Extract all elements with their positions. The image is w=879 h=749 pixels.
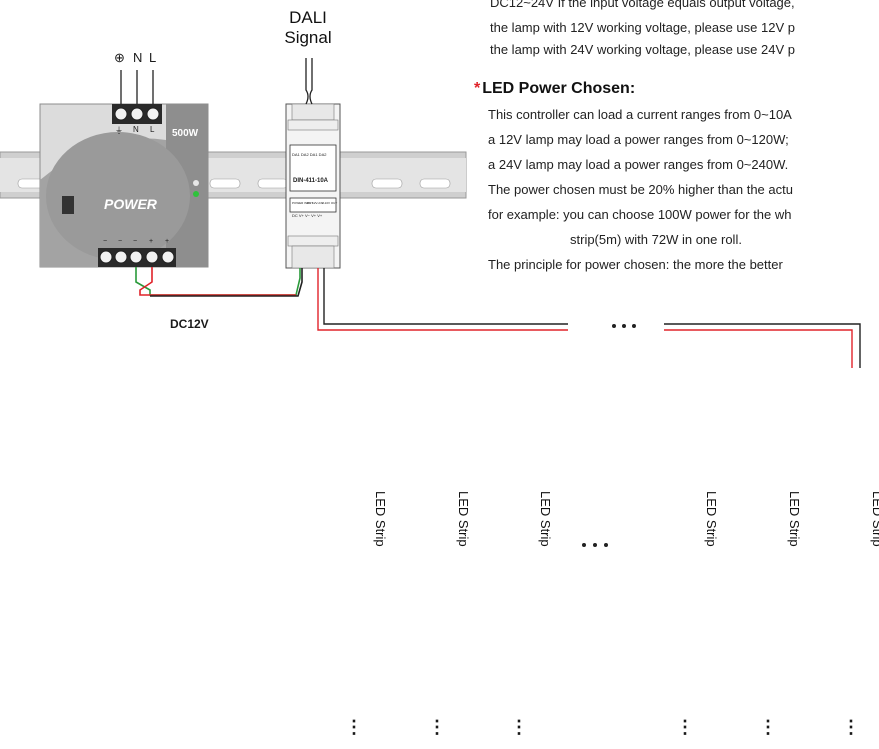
earth-terminal-label: ⊕ [114, 50, 125, 65]
paragraph-line-4: The power chosen must be 20% higher than… [488, 182, 793, 197]
ac-input-wires [120, 70, 154, 104]
header-line-3: the lamp with 24V working voltage, pleas… [490, 42, 795, 57]
strip-1-continuation: ⋮ [345, 717, 363, 737]
led-strip-label-1: LED Strip [373, 491, 388, 547]
psu-input-mark-n: N [133, 125, 139, 134]
dali-controller [285, 103, 341, 269]
strip-4-continuation: ⋮ [676, 717, 694, 737]
psu-output-mark-4: + [149, 238, 154, 245]
strip-5-continuation: ⋮ [759, 717, 777, 737]
dali-signal-label: DALI Signal [282, 8, 334, 48]
live-terminal-label: L [149, 50, 157, 65]
section-title: *LED Power Chosen: [474, 80, 635, 98]
paragraph-line-5: for example: you can choose 100W power f… [488, 207, 792, 222]
led-strip-label-3: LED Strip [538, 491, 553, 547]
controller-box-label-1: POWER INPUT [292, 201, 314, 205]
psu-input-mark-earth: ⏚ [115, 126, 123, 135]
psu-wattage: 500W [172, 128, 199, 139]
paragraph-line-3: a 24V lamp may load a power ranges from … [488, 157, 789, 172]
header-line-2: the lamp with 12V working voltage, pleas… [490, 20, 795, 35]
led-strip-label-4: LED Strip [704, 491, 719, 547]
paragraph-line-7: The principle for power chosen: the more… [488, 257, 783, 272]
led-strip-label-6: LED Strip [870, 491, 879, 547]
psu-input-mark-l: L [150, 125, 155, 134]
output-wires [317, 268, 861, 368]
controller-box-label-3: 0-10V OUT [322, 201, 338, 205]
dc12v-label: DC12V [170, 317, 209, 331]
controller-model: DIN-411-10A [293, 178, 329, 184]
header-line-1: DC12~24V If the input voltage equals out… [490, 0, 795, 10]
strip-6-continuation: ⋮ [842, 717, 860, 737]
strip-3-continuation: ⋮ [510, 717, 528, 737]
neutral-terminal-label: N [133, 50, 143, 65]
psu-output-mark-5: + [165, 238, 170, 245]
paragraph-line-2: a 12V lamp may load a power ranges from … [488, 132, 789, 147]
psu-output-mark-2: − [118, 238, 123, 245]
led-strip-label-2: LED Strip [456, 491, 471, 547]
bus-ellipsis [612, 324, 636, 328]
controller-bottom-marks: DC V+ V− V+ V+ [292, 213, 323, 218]
dali-label: DALI [289, 8, 327, 27]
section-star: * [474, 80, 481, 97]
section-title-text: LED Power Chosen: [482, 80, 636, 97]
strip-ellipsis [582, 543, 608, 547]
controller-top-marks: DA1 DA2 DA1 DA2 [292, 152, 327, 157]
paragraph-line-1: This controller can load a current range… [488, 107, 792, 122]
signal-label: Signal [284, 28, 332, 47]
paragraph-line-6: strip(5m) with 72W in one roll. [570, 232, 742, 247]
dali-signal-wire [305, 58, 313, 105]
psu-output-mark-3: − [133, 238, 138, 245]
controller-box-label-2: DC 12V-24V [307, 201, 324, 205]
led-strip-label-5: LED Strip [787, 491, 802, 547]
power-supply [39, 103, 209, 268]
psu-power-label: POWER [104, 196, 157, 212]
strip-2-continuation: ⋮ [428, 717, 446, 737]
dc-wires [135, 267, 303, 297]
psu-output-mark-1: − [103, 238, 108, 245]
